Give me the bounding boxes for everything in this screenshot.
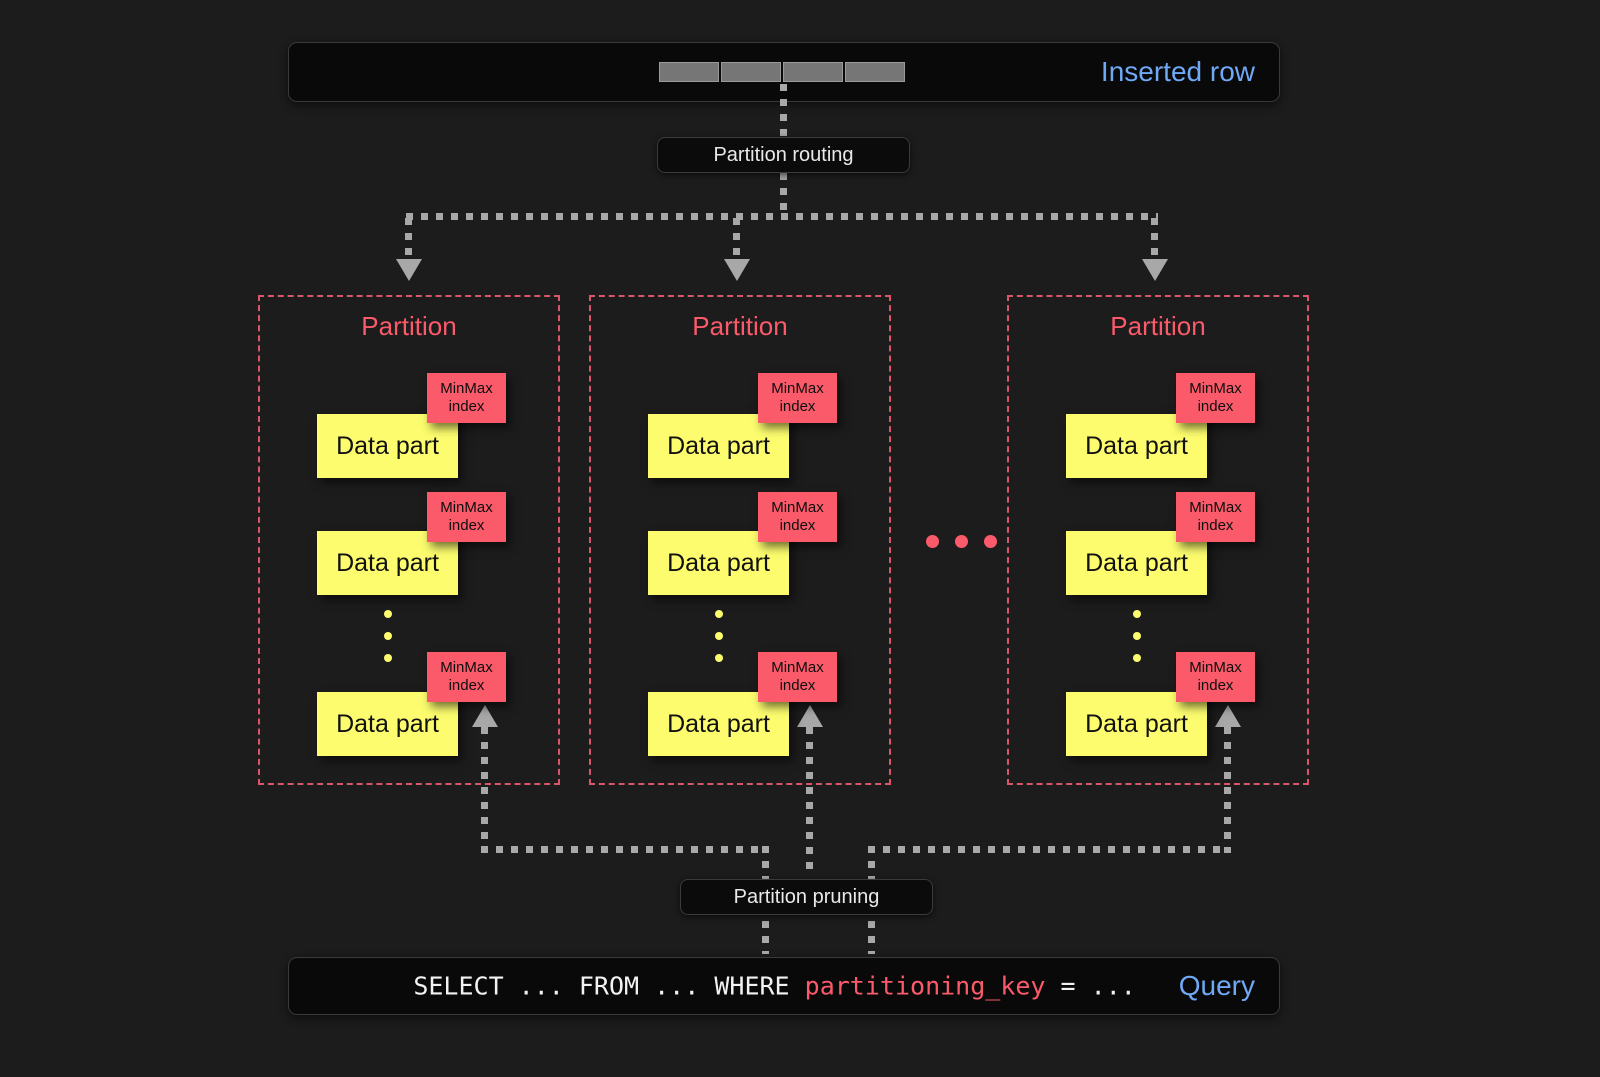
partition-box-1: Partition Data part MinMax index Data pa… — [258, 295, 560, 785]
minmax-index-tag: MinMax index — [758, 652, 837, 702]
minmax-index-label: MinMax index — [1189, 659, 1242, 694]
data-part-ellipsis — [384, 610, 392, 676]
minmax-line-2: index — [1197, 398, 1234, 415]
arrow-down-partition-1 — [396, 259, 422, 281]
routing-bus-line — [406, 213, 1158, 220]
query-label: Query — [1178, 970, 1255, 1001]
partition-box-3: Partition Data part MinMax index Data pa… — [1007, 295, 1309, 785]
minmax-line-2: index — [1197, 677, 1234, 694]
partition-gap-ellipsis — [926, 535, 997, 548]
minmax-line-2: index — [448, 677, 485, 694]
arrow-up-partition-2 — [797, 705, 823, 727]
minmax-line-1: MinMax — [440, 499, 493, 517]
partition-pruning-label: Partition pruning — [733, 885, 880, 908]
minmax-index-label: MinMax index — [440, 499, 493, 534]
partition-routing-box: Partition routing — [657, 137, 910, 173]
minmax-line-1: MinMax — [771, 499, 824, 517]
data-part: Data part — [317, 692, 458, 756]
arrow-down-partition-3 — [1142, 259, 1168, 281]
connector-bus-to-partition-3 — [1151, 218, 1158, 264]
data-part: Data part — [1066, 692, 1207, 756]
partition-routing-label: Partition routing — [713, 143, 854, 166]
data-part: Data part — [1066, 414, 1207, 478]
minmax-index-tag: MinMax index — [758, 373, 837, 423]
minmax-line-1: MinMax — [771, 380, 824, 398]
data-part-label: Data part — [336, 548, 439, 577]
minmax-index-tag: MinMax index — [1176, 373, 1255, 423]
connector-routing-to-bus — [780, 173, 787, 216]
inserted-row-cell — [659, 62, 719, 82]
partition-title: Partition — [1110, 311, 1206, 341]
minmax-index-label: MinMax index — [771, 499, 824, 534]
query-partitioning-key: partitioning_key — [804, 971, 1046, 1001]
minmax-index-label: MinMax index — [771, 659, 824, 694]
pruning-bus-right — [868, 846, 1228, 853]
minmax-line-2: index — [1197, 517, 1234, 534]
minmax-index-tag: MinMax index — [1176, 652, 1255, 702]
data-part: Data part — [317, 414, 458, 478]
minmax-line-2: index — [448, 517, 485, 534]
partition-title: Partition — [692, 311, 788, 341]
minmax-line-1: MinMax — [771, 659, 824, 677]
minmax-index-tag: MinMax index — [427, 652, 506, 702]
minmax-line-1: MinMax — [1189, 659, 1242, 677]
data-part-ellipsis — [1133, 610, 1141, 676]
data-part: Data part — [648, 414, 789, 478]
arrow-up-partition-3 — [1215, 705, 1241, 727]
partition-box-2: Partition Data part MinMax index Data pa… — [589, 295, 891, 785]
minmax-index-tag: MinMax index — [427, 492, 506, 542]
minmax-line-1: MinMax — [440, 380, 493, 398]
inserted-row-cells — [659, 62, 905, 82]
inserted-row-cell — [845, 62, 905, 82]
data-part-label: Data part — [1085, 431, 1188, 460]
data-part-label: Data part — [667, 709, 770, 738]
partition-title: Partition — [361, 311, 457, 341]
data-part-label: Data part — [336, 431, 439, 460]
data-part-label: Data part — [1085, 548, 1188, 577]
arrow-down-partition-2 — [724, 259, 750, 281]
inserted-row-label: Inserted row — [1100, 56, 1255, 87]
data-part-label: Data part — [667, 548, 770, 577]
minmax-line-2: index — [779, 677, 816, 694]
connector-pruning-to-partition-1 — [481, 727, 488, 853]
connector-pruning-to-partition-3 — [1224, 727, 1231, 853]
connector-bus-to-partition-1 — [405, 218, 412, 264]
pruning-bus-left — [481, 846, 769, 853]
data-part-label: Data part — [336, 709, 439, 738]
minmax-line-2: index — [779, 517, 816, 534]
query-text: SELECT ... FROM ... WHERE partitioning_k… — [323, 943, 1136, 1030]
minmax-index-label: MinMax index — [440, 380, 493, 415]
minmax-index-label: MinMax index — [1189, 499, 1242, 534]
minmax-line-1: MinMax — [1189, 380, 1242, 398]
partition-pruning-box: Partition pruning — [680, 879, 933, 915]
minmax-line-1: MinMax — [440, 659, 493, 677]
minmax-index-tag: MinMax index — [758, 492, 837, 542]
minmax-line-2: index — [779, 398, 816, 415]
minmax-index-label: MinMax index — [771, 380, 824, 415]
minmax-line-1: MinMax — [1189, 499, 1242, 517]
minmax-index-tag: MinMax index — [427, 373, 506, 423]
data-part: Data part — [648, 692, 789, 756]
minmax-index-label: MinMax index — [1189, 380, 1242, 415]
arrow-up-partition-1 — [472, 705, 498, 727]
minmax-line-2: index — [448, 398, 485, 415]
data-part-label: Data part — [1085, 709, 1188, 738]
inserted-row-cell — [721, 62, 781, 82]
minmax-index-tag: MinMax index — [1176, 492, 1255, 542]
data-part-label: Data part — [667, 431, 770, 460]
minmax-index-label: MinMax index — [440, 659, 493, 694]
query-banner: SELECT ... FROM ... WHERE partitioning_k… — [288, 957, 1280, 1015]
query-prefix: SELECT ... FROM ... WHERE — [413, 971, 805, 1001]
query-suffix: = ... — [1045, 971, 1136, 1001]
data-part-ellipsis — [715, 610, 723, 676]
connector-bus-to-partition-2 — [733, 218, 740, 264]
connector-row-to-routing — [780, 84, 787, 136]
inserted-row-cell — [783, 62, 843, 82]
connector-pruning-to-partition-2 — [806, 727, 813, 873]
